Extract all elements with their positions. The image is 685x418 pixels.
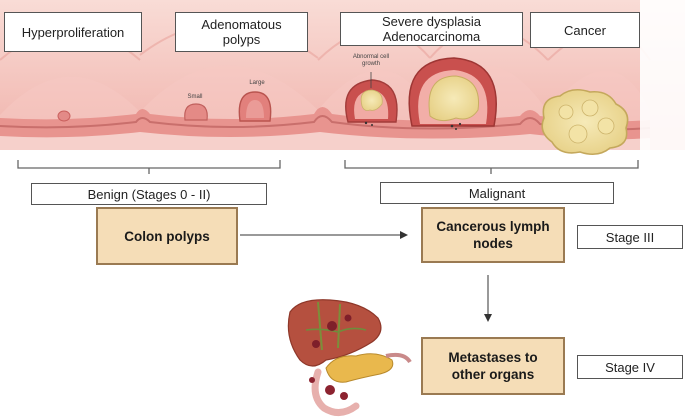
tag-stage-iv: Stage IV [577,355,683,379]
tumor-cancer [541,88,629,156]
tumor-abnormal-growth [345,79,398,126]
box-cancerous-lymph-nodes: Cancerous lymph nodes [421,207,565,263]
liver-organ-icon [287,299,382,367]
label-cancer: Cancer [530,12,640,48]
arrow-polyps-to-lymph [240,231,408,239]
arrow-lymph-to-metastases [484,275,492,322]
label-benign: Benign (Stages 0 - II) [31,183,267,205]
tag-stage-iii: Stage III [577,225,683,249]
label-abnormal-growth: Abnormal cell growth [352,54,390,67]
benign-bracket [17,160,281,174]
label-malignant: Malignant [380,182,614,204]
tumor-adenocarcinoma [408,57,497,130]
polyp-small [184,103,208,121]
intestine-organ-icon [309,368,360,416]
polyp-tiny [57,110,71,122]
label-small-polyp: Small [187,94,203,100]
box-colon-polyps: Colon polyps [96,207,238,265]
polyp-large [238,91,272,122]
label-dysplasia-line1: Severe dysplasia [382,14,481,29]
label-adenomatous-polyps: Adenomatous polyps [175,12,308,52]
box-metastases: Metastases to other organs [421,337,565,395]
label-large-polyp: Large [249,80,265,86]
label-dysplasia-line2: Adenocarcinoma [382,29,481,44]
label-severe-dysplasia: Severe dysplasia Adenocarcinoma [340,12,523,46]
malignant-bracket [344,160,639,174]
pancreas-organ-icon [325,352,412,383]
label-hyperproliferation: Hyperproliferation [4,12,142,52]
